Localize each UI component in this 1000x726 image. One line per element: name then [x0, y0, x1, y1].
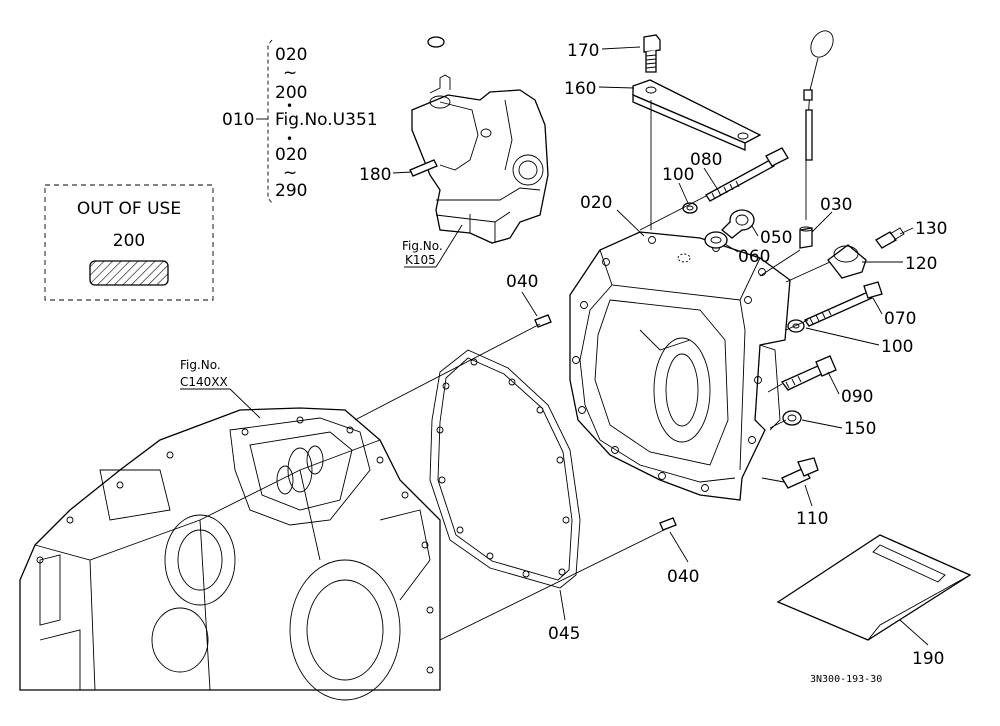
- callout-050: 050: [760, 228, 792, 248]
- callout-045: 045: [548, 624, 580, 644]
- bracket-line-7: 020: [275, 145, 307, 165]
- out-of-use-part-number: 200: [113, 231, 145, 251]
- plug-050: [721, 209, 755, 239]
- callout-130: 130: [915, 219, 947, 239]
- obsolete-part-shape: [89, 260, 169, 286]
- callout-180: 180: [359, 165, 391, 185]
- plate-160: [632, 79, 762, 230]
- callout-070: 070: [884, 309, 916, 329]
- callout-090: 090: [841, 387, 873, 407]
- out-of-use-box: OUT OF USE 200: [44, 184, 214, 301]
- callout-060: 060: [738, 247, 770, 267]
- bolt-090: [780, 355, 837, 391]
- callout-100-lower: 100: [881, 337, 913, 357]
- gasket-045: [429, 349, 581, 589]
- callout-100-upper: 100: [662, 165, 694, 185]
- bolt-070: [804, 281, 883, 327]
- callout-170: 170: [567, 41, 599, 61]
- transmission-housing-020: [569, 231, 791, 501]
- explosion-lines: [354, 195, 831, 641]
- dipstick: [803, 30, 834, 220]
- bracket-fig-ref: Fig.No.U351: [275, 110, 378, 130]
- bracket-line-1: 020: [275, 45, 307, 65]
- valve-body-k105: Fig.No. K105: [402, 36, 549, 268]
- callout-030: 030: [820, 195, 852, 215]
- washer-100-lower: [787, 319, 805, 333]
- bracket-line-9: 290: [275, 181, 307, 201]
- callout-160: 160: [564, 79, 596, 99]
- callout-leaders: [392, 46, 929, 646]
- bracket-line-4: •: [286, 99, 293, 113]
- bolt-170: [643, 34, 661, 73]
- tube-030: [799, 226, 813, 249]
- bracket-line-3: 200: [275, 83, 307, 103]
- bolt-130: [875, 227, 905, 249]
- callout-120: 120: [905, 254, 937, 274]
- bracket-line-8: ~: [283, 163, 297, 183]
- callout-190: 190: [912, 649, 944, 669]
- assembly-bracket: 010 020 ~ 200 • Fig.No.U351 • 020 ~ 290: [222, 39, 378, 204]
- bracket-line-2: ~: [283, 63, 297, 83]
- plug-150: [782, 410, 802, 426]
- callout-020: 020: [580, 193, 612, 213]
- c140-fig-number: C140XX: [180, 375, 228, 389]
- bolt-080: [705, 147, 789, 202]
- dowel-pin-040-lower: [659, 517, 677, 531]
- callout-150: 150: [844, 419, 876, 439]
- k105-fig-label: Fig.No.: [402, 239, 443, 253]
- callout-080: 080: [690, 150, 722, 170]
- k105-fig-number: K105: [405, 253, 436, 267]
- dowel-pin-040-upper: [534, 314, 552, 328]
- callout-110: 110: [796, 509, 828, 529]
- transmission-case-c140xx: Fig.No. C140XX: [19, 358, 441, 701]
- callout-numbers: 170 160 180 100 080 020 030 050 060 130 …: [359, 41, 947, 669]
- c140-fig-label: Fig.No.: [180, 358, 221, 372]
- cap-120: [827, 244, 867, 279]
- out-of-use-title: OUT OF USE: [77, 199, 181, 219]
- assembly-number: 010: [222, 110, 254, 130]
- label-sheet-190: [776, 534, 972, 641]
- seal-060: [704, 231, 728, 249]
- bolt-110: [781, 457, 819, 489]
- drawing-reference-code: 3N300-193-30: [810, 674, 882, 685]
- bracket-line-6: •: [286, 132, 293, 146]
- callout-040-upper: 040: [506, 272, 538, 292]
- callout-040-lower: 040: [667, 567, 699, 587]
